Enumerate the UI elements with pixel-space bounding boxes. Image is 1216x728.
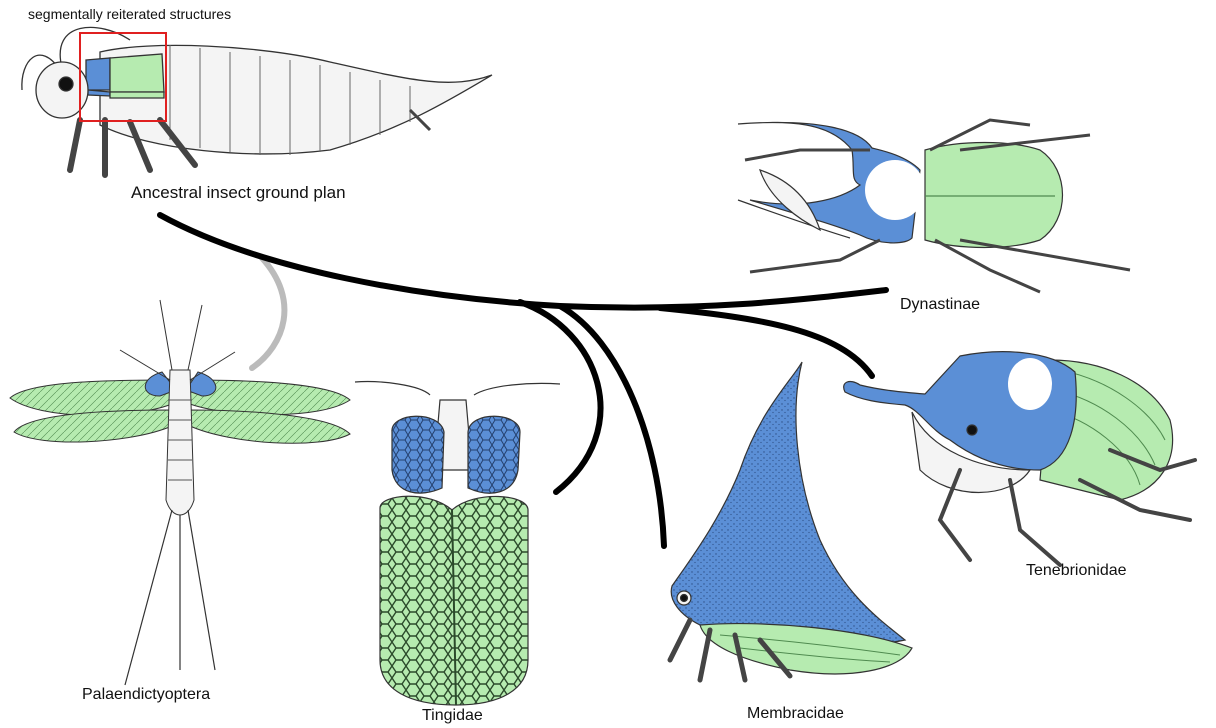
tenebrionidae-illustration <box>844 352 1195 565</box>
branch-tenebrionidae <box>660 308 872 376</box>
ancestor-label: Ancestral insect ground plan <box>131 183 346 203</box>
membracidae-illustration <box>670 362 912 680</box>
membracidae-label: Membracidae <box>747 705 844 723</box>
branch-palaeodictyoptera <box>252 258 284 368</box>
tingidae-label: Tingidae <box>422 707 483 725</box>
branch-trunk <box>160 215 886 308</box>
tingidae-illustration <box>355 382 560 705</box>
tenebrionidae-label: Tenebrionidae <box>1026 562 1127 580</box>
palaeodictyoptera-illustration <box>10 300 350 685</box>
top-note-label: segmentally reiterated structures <box>28 6 231 22</box>
dynastinae-illustration <box>738 120 1130 292</box>
ancestral-insect-illustration <box>22 27 492 175</box>
dynastinae-label: Dynastinae <box>900 296 980 314</box>
palaeodictyoptera-label: Palaendictyoptera <box>82 686 210 704</box>
